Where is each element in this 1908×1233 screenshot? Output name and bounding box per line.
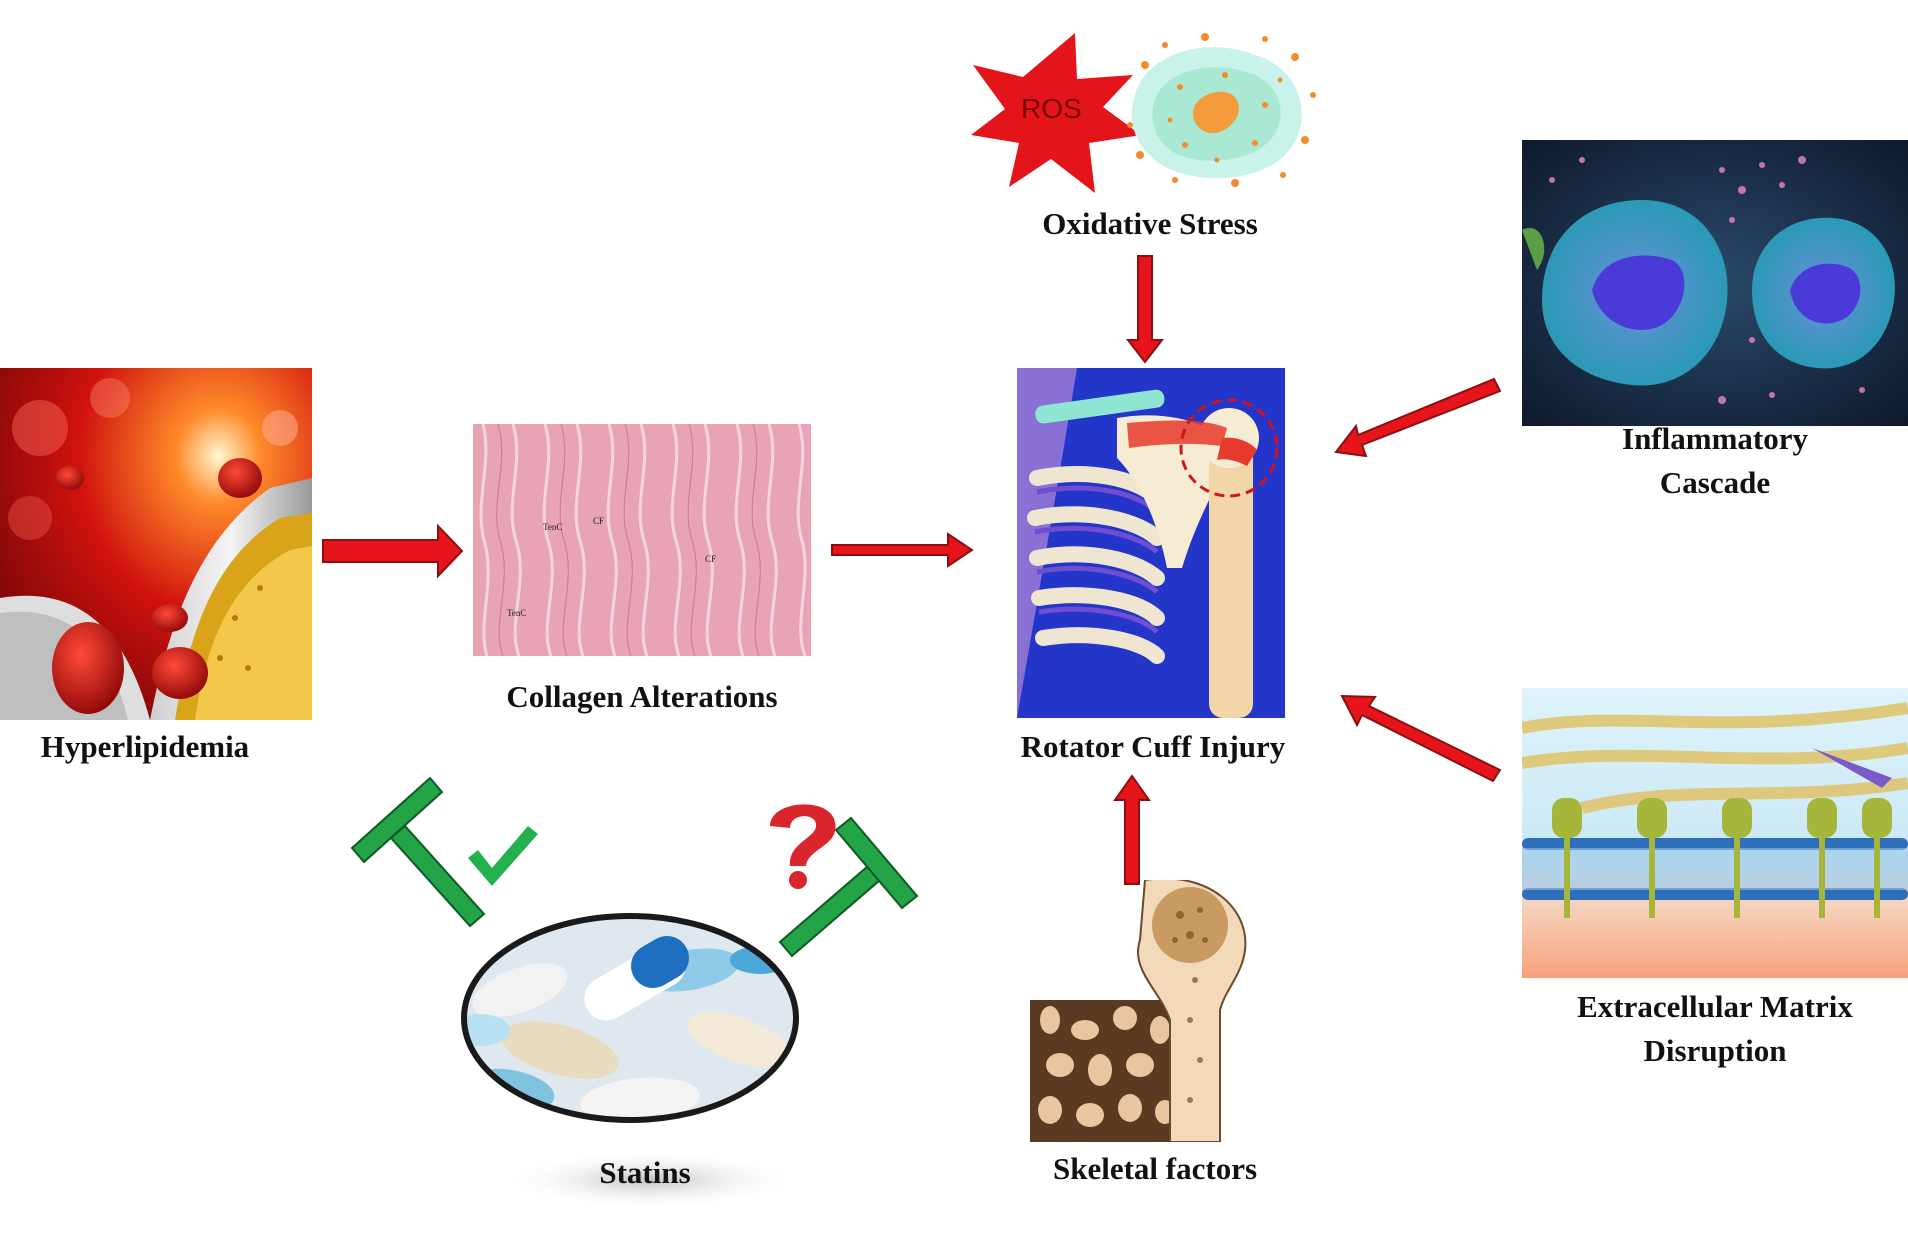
- skeletal-factors-label: Skeletal factors: [1052, 1151, 1258, 1186]
- arrow-inflammatory-to-rotator-cuff: [1334, 377, 1502, 458]
- inflammatory-cascade-label-line1: Inflammatory: [1622, 421, 1808, 456]
- oxidative-stress-image: ROS: [965, 25, 1327, 195]
- ros-burst-text: ROS: [1021, 93, 1082, 124]
- hyperlipidemia-image: [0, 368, 312, 720]
- inflammatory-cascade-image: [1522, 140, 1908, 426]
- rotator-cuff-image: [1017, 368, 1285, 718]
- cell-icon: [1131, 47, 1302, 179]
- statins-pills-image: [440, 880, 820, 1220]
- arrow-ecm-to-rotator-cuff: [1340, 694, 1502, 783]
- inhibitor-statins-to-hyperlipidemia: [350, 776, 486, 928]
- micrograph-label-tenc-2: TenC: [507, 608, 526, 618]
- question-icon: [770, 804, 836, 889]
- rotator-cuff-injury-label: Rotator Cuff Injury: [1020, 729, 1286, 764]
- arrow-hyperlipidemia-to-collagen: [322, 523, 464, 579]
- ros-burst-icon: ROS: [971, 33, 1141, 193]
- collagen-alterations-label: Collagen Alterations: [506, 679, 778, 714]
- arrow-collagen-to-rotator-cuff: [831, 532, 974, 568]
- skeletal-factors-image: [1030, 880, 1296, 1142]
- arrow-skeletal-to-rotator-cuff: [1113, 774, 1151, 885]
- statins-label: Statins: [599, 1155, 691, 1190]
- micrograph-label-cf-2: CF: [705, 554, 716, 564]
- collagen-micrograph: TenC CF CF TenC: [473, 424, 811, 656]
- ecm-disruption-label-line1: Extracellular Matrix: [1577, 989, 1853, 1024]
- ecm-disruption-label-line2: Disruption: [1643, 1033, 1787, 1068]
- hyperlipidemia-label: Hyperlipidemia: [40, 729, 250, 764]
- inhibitor-statins-to-collagen: [778, 816, 919, 958]
- inflammatory-cascade-label-line2: Cascade: [1659, 465, 1771, 500]
- micrograph-label-cf-1: CF: [593, 516, 604, 526]
- oxidative-stress-label: Oxidative Stress: [1042, 206, 1258, 241]
- arrow-oxidative-to-rotator-cuff: [1125, 255, 1165, 364]
- check-icon: [468, 826, 538, 886]
- micrograph-label-tenc-1: TenC: [543, 522, 562, 532]
- ecm-image: [1522, 688, 1908, 978]
